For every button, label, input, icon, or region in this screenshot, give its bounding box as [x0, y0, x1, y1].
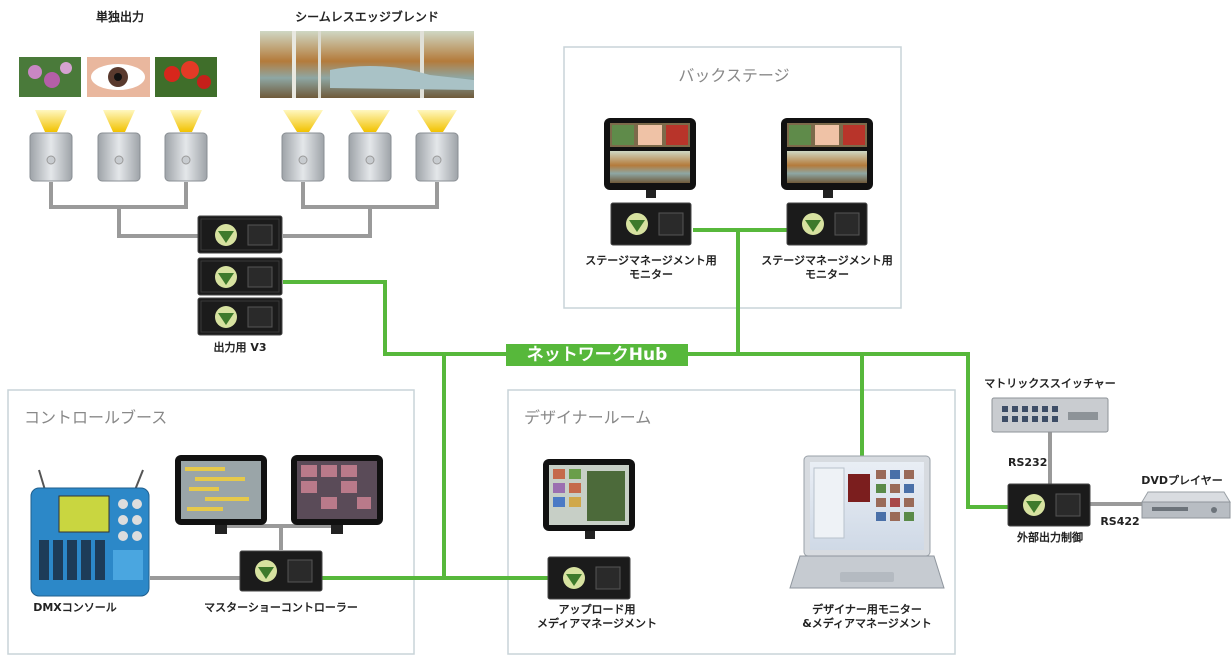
designer-room: [507, 389, 956, 655]
designer-monitor-label: デザイナー用モニター &メディアマネージメント: [802, 603, 932, 630]
control-booth-title: コントロールブース: [24, 408, 168, 427]
other-cables: [150, 432, 1150, 580]
control-booth-room: [7, 389, 415, 655]
master-show-controller-label: マスターショーコントローラー: [204, 601, 358, 614]
projector-cables: [49, 182, 439, 238]
backstage-room: [563, 46, 902, 309]
stage-monitor-1-label: ステージマネージメント用 モニター: [585, 254, 717, 281]
rs232-label: RS232: [1008, 456, 1048, 469]
upload-media-label: アップロード用 メディアマネージメント: [536, 603, 657, 630]
designer-room-title: デザイナールーム: [524, 408, 652, 427]
external-output-label: 外部出力制御: [1017, 531, 1083, 544]
edge-blend-title: シームレスエッジブレンド: [295, 10, 439, 24]
stage-monitor-2-label: ステージマネージメント用 モニター: [761, 254, 893, 281]
projectors: [29, 110, 459, 182]
rs422-label: RS422: [1100, 515, 1140, 528]
backstage-title: バックステージ: [678, 66, 790, 85]
single-output-images: [19, 57, 217, 97]
dmx-console-label: DMXコンソール: [33, 601, 117, 614]
designer-equipment: [543, 455, 945, 600]
control-booth-equipment: [30, 455, 383, 597]
external-equipment: [991, 397, 1231, 527]
backstage-equipment: [604, 118, 873, 246]
edge-blend-image: [260, 31, 474, 98]
dvd-player-label: DVDプレイヤー: [1141, 474, 1223, 487]
media-server-stack: [197, 215, 283, 336]
matrix-switcher-label: マトリックススイッチャー: [984, 377, 1116, 390]
output-v3-label: 出力用 V3: [213, 341, 267, 354]
single-output-title: 単独出力: [95, 10, 144, 24]
network-hub-label: ネットワークHub: [506, 344, 688, 366]
